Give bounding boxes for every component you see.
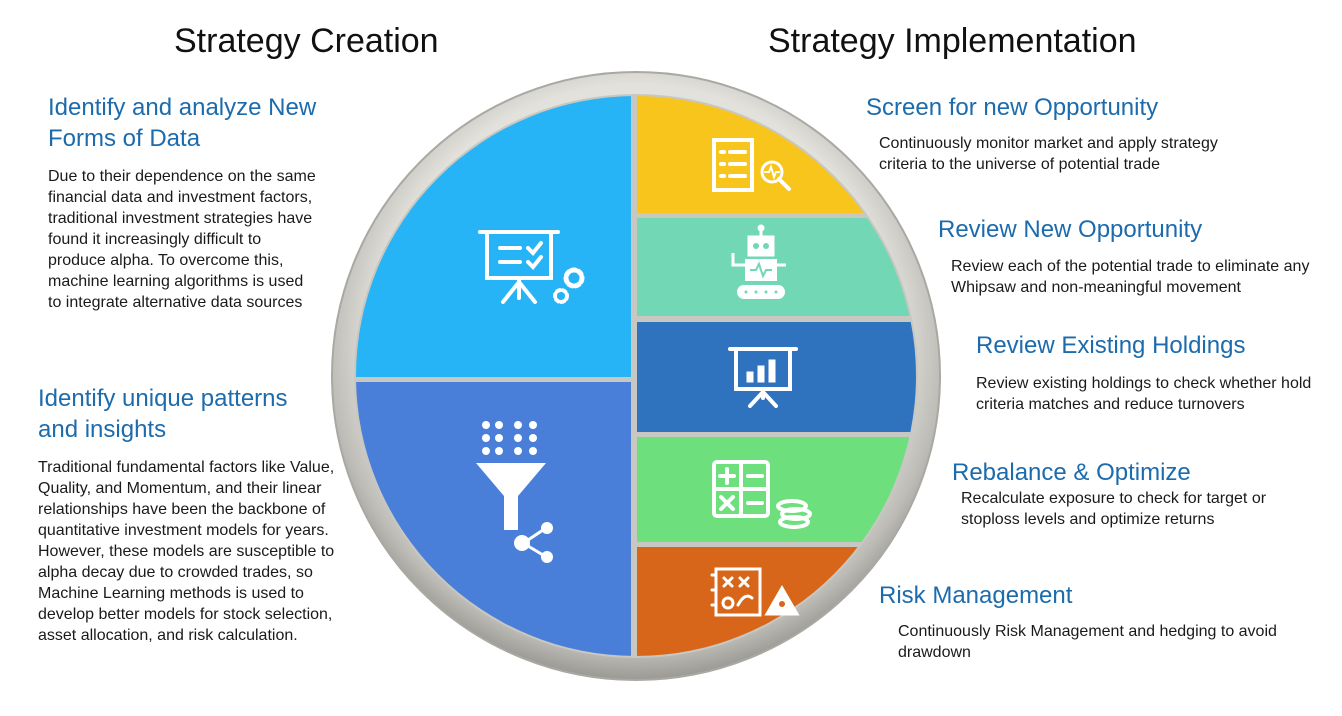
segment-review-existing-holdings	[637, 322, 916, 432]
creation-desc-unique-patterns: Traditional fundamental factors like Val…	[38, 459, 335, 644]
impl-desc-review-existing-holdings: Review existing holdings to check whethe…	[976, 375, 1312, 413]
strategy-board-hazard-icon	[710, 567, 800, 617]
presentation-bar-chart-icon	[728, 347, 798, 408]
robot-icon	[731, 224, 786, 299]
presentation-checklist-gears-icon	[478, 230, 585, 304]
creation-title-new-forms-of-data: Identify and analyze New Forms of Data	[48, 94, 317, 152]
impl-title-review-new-opportunity: Review New Opportunity	[938, 216, 1203, 243]
impl-title-review-existing-holdings: Review Existing Holdings	[976, 332, 1246, 359]
impl-title-risk-management: Risk Management	[879, 582, 1073, 609]
impl-title-screen-opportunity: Screen for new Opportunity	[866, 94, 1159, 121]
impl-desc-screen-opportunity: Continuously monitor market and apply st…	[879, 135, 1218, 173]
checklist-magnifier-icon	[712, 138, 791, 192]
creation-desc-new-forms-of-data: Due to their dependence on the same fina…	[48, 168, 316, 311]
segment-rebalance-optimize	[637, 437, 916, 542]
impl-desc-review-new-opportunity: Review each of the potential trade to el…	[951, 258, 1310, 296]
funnel-data-network-icon	[476, 421, 553, 563]
impl-desc-risk-management: Continuously Risk Management and hedging…	[898, 623, 1277, 661]
impl-desc-rebalance-optimize: Recalculate exposure to check for target…	[961, 490, 1267, 528]
strategy-implementation-heading: Strategy Implementation	[768, 22, 1137, 60]
calculator-coins-icon	[712, 460, 812, 529]
strategy-creation-heading: Strategy Creation	[174, 22, 439, 60]
impl-title-rebalance-optimize: Rebalance & Optimize	[952, 459, 1191, 486]
creation-title-unique-patterns: Identify unique patterns and insights	[38, 385, 288, 443]
